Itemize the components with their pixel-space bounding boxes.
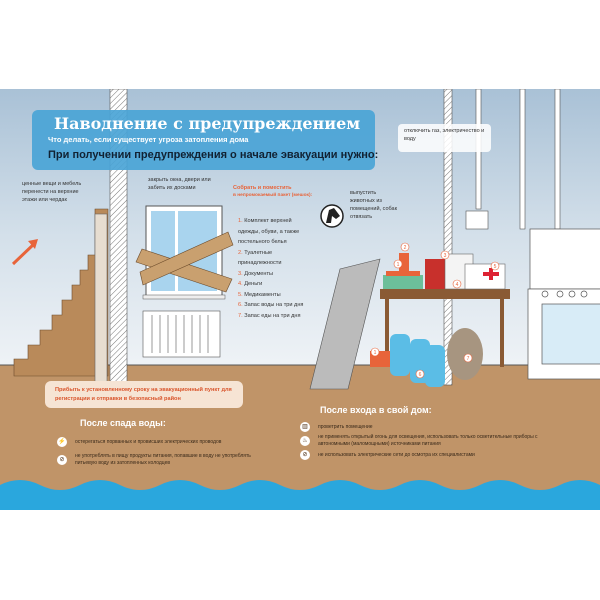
page-title: Наводнение с предупреждением: [54, 114, 361, 133]
utilities-note: отключить газ, электричество и воду: [398, 124, 491, 152]
collect-title: Собрать и поместить: [233, 185, 292, 191]
item-marker-number: 2: [404, 245, 407, 251]
boards: [135, 231, 234, 293]
list-item: 4. Деньги: [238, 281, 263, 287]
no-plug-icon: ⊘: [300, 450, 310, 460]
table: [380, 289, 510, 367]
after-entry-list: ▥проветрить помещение ♨не применять откр…: [300, 422, 555, 460]
evacuation-heading: При получении предупреждения о начале эв…: [48, 149, 379, 161]
staircase: [13, 208, 109, 377]
list-item: 3. Документы: [238, 270, 274, 277]
after-entry-title: После входа в свой дом:: [320, 405, 432, 415]
valuables-note: ценные вещи и мебель перенести на верхни…: [22, 181, 82, 203]
list-item: 7. Запас еды на три дня: [238, 312, 301, 319]
list-item: 1. Комплект верхней одежды, обуви, а так…: [238, 218, 300, 245]
water-waves: [0, 480, 600, 510]
subtitle: Что делать, если существует угроза затоп…: [48, 135, 249, 144]
broken-wire-icon: ⚡: [57, 437, 67, 447]
waterproof-bag: [309, 258, 381, 390]
after-water-list: ⚡остерегаться порванных и провисших элек…: [57, 437, 287, 467]
radiator: [142, 310, 221, 358]
collect-note: Собрать и поместить в непромокаемый паке…: [233, 185, 313, 199]
title-banner: [32, 110, 375, 170]
collect-subtitle: в непромокаемый пакет (мешок):: [233, 192, 313, 198]
wall-pillar-right: [443, 89, 453, 386]
pipes: [465, 89, 561, 230]
flood-poster: 1 2 3 4 5 6 7 1 Наводнение с предупреждением Чт…: [0, 89, 600, 510]
animals-note: выпустить животных из помещений, собак о…: [350, 190, 397, 220]
no-fire-icon: ♨: [300, 436, 310, 446]
item-markers: 1 2 3 4 5 6 7 1: [370, 242, 500, 379]
list-item: ▥проветрить помещение: [300, 422, 555, 432]
up-arrow-icon: [11, 242, 36, 266]
items: [370, 253, 506, 387]
item-marker-number: 1: [397, 262, 400, 268]
house-illustration: 1 2 3 4 5 6 7 1: [0, 89, 600, 510]
list-item: 6. Запас воды на три дня: [238, 302, 304, 308]
list-item: ⊘не использовать электрические сети до о…: [300, 450, 555, 460]
item-marker-number: 4: [456, 282, 459, 288]
stove: [527, 228, 600, 380]
arrive-note: Прибыть к установленному сроку на эвакуа…: [45, 381, 243, 408]
windows-note: закрыть окна, двери или забить их доскам…: [148, 177, 211, 191]
door: [94, 213, 108, 395]
item-marker-number: 1: [374, 350, 377, 356]
item-marker-number: 7: [467, 356, 470, 362]
list-item: ♨не применять открытый огонь для освещен…: [300, 434, 555, 448]
list-item: 2. Туалетные принадлежности: [238, 249, 282, 267]
list-item: ⚡остерегаться порванных и провисших элек…: [57, 437, 287, 447]
after-water-title: После спада воды:: [80, 418, 166, 428]
collect-list: 1. Комплект верхней одежды, обуви, а так…: [238, 216, 308, 321]
window-ventilate-icon: ▥: [300, 422, 310, 432]
item-marker-number: 6: [419, 372, 422, 378]
no-food-icon: ⊘: [57, 455, 67, 465]
list-item: 5. Медикаменты: [238, 291, 281, 298]
item-marker-number: 5: [494, 264, 497, 270]
list-item: ⊘не употреблять в пищу продукты питания,…: [57, 453, 287, 467]
item-marker-number: 3: [444, 253, 447, 259]
